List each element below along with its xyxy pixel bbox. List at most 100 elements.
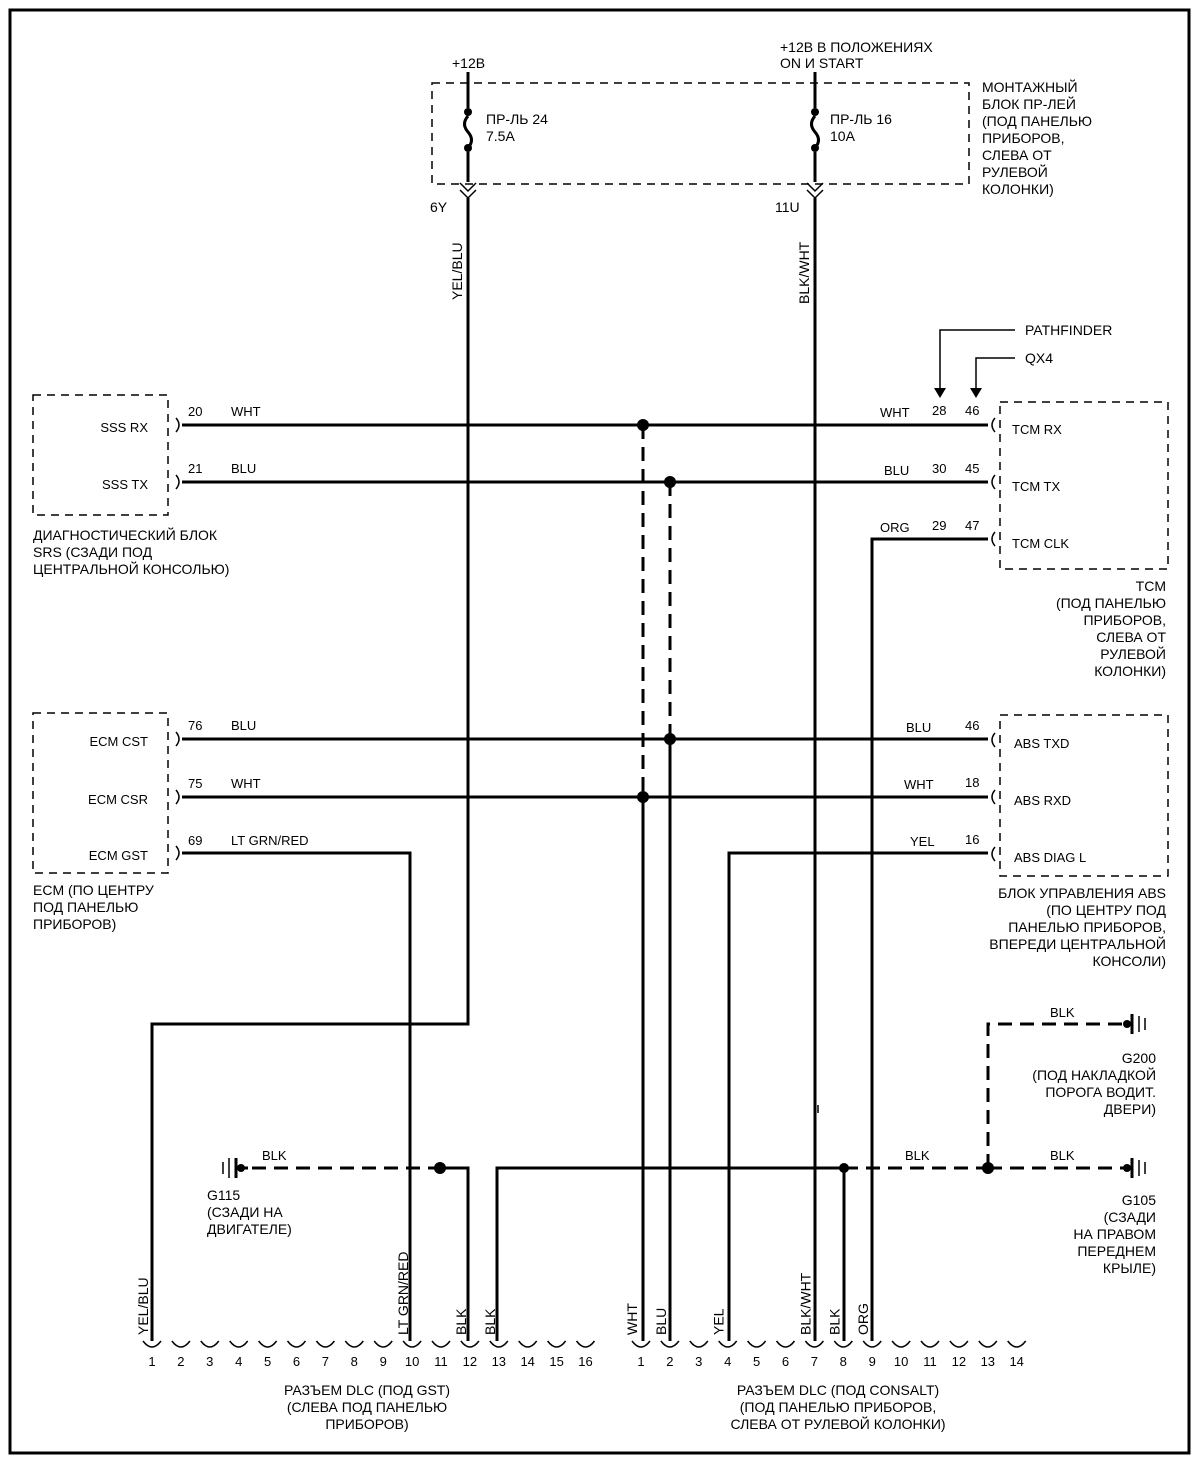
svg-text:РУЛЕВОЙ: РУЛЕВОЙ (982, 163, 1048, 180)
abs-outline (999, 714, 1169, 877)
tcm-clk-pin-a: 29 (932, 518, 946, 533)
srs-pin-21-color: BLU (231, 461, 256, 476)
g105-desc-1: (СЗАДИ (1104, 1209, 1156, 1225)
fuse-block-caption: МОНТАЖНЫЙ БЛОК ПР-ЛЕЙ (ПОД ПАНЕЛЬЮ ПРИБО… (982, 78, 1092, 197)
dlc-gst-pin-6-number: 6 (293, 1354, 300, 1369)
svg-text:РАЗЪЕМ DLC (ПОД GST): РАЗЪЕМ DLC (ПОД GST) (284, 1382, 450, 1398)
variant-qx4-label: QX4 (1025, 350, 1053, 366)
wire-abs-diag (727, 851, 988, 1341)
dlc-gst-pin-4-terminal (229, 1340, 249, 1348)
ecm-caption: ECM (ПО ЦЕНТРУ ПОД ПАНЕЛЬЮ ПРИБОРОВ) (33, 882, 154, 932)
fuse-16-name: ПР-ЛЬ 16 (830, 111, 892, 127)
abs-diag-color: YEL (910, 834, 935, 849)
ecm-pin-csr-label: ECM CSR (88, 792, 148, 807)
dlc-gst-pin-10-terminal (402, 1340, 422, 1348)
ecm-pin-69-color: LT GRN/RED (231, 833, 309, 848)
svg-text:(ПОД ПАНЕЛЬЮ: (ПОД ПАНЕЛЬЮ (1056, 595, 1166, 611)
dlc-consult-pin-1-terminal (631, 1340, 651, 1348)
dlc-consult-pin-1-number: 1 (637, 1354, 644, 1369)
dlc-gst-pin-5-number: 5 (264, 1354, 271, 1369)
g105-desc-4: КРЫЛЕ) (1103, 1260, 1156, 1276)
dlc-gst-caption: РАЗЪЕМ DLC (ПОД GST) (СЛЕВА ПОД ПАНЕЛЬЮ … (284, 1382, 450, 1432)
svg-text:КОНСОЛИ): КОНСОЛИ) (1093, 953, 1166, 969)
ecm-pin-75-number: 75 (188, 776, 202, 791)
svg-text:(ПОД ПАНЕЛЬЮ: (ПОД ПАНЕЛЬЮ (982, 113, 1092, 129)
dlc-gst-pin-13-wire-label: BLK (482, 1308, 498, 1335)
tcm-tx-pin-a: 30 (932, 461, 946, 476)
srs-pin-sss-tx-label: SSS TX (102, 477, 148, 492)
svg-text:SRS (СЗАДИ ПОД: SRS (СЗАДИ ПОД (33, 544, 153, 560)
dlc-consult-pin-8-wire-label: BLK (826, 1308, 842, 1335)
dlc-gst-pin-7-number: 7 (322, 1354, 329, 1369)
ground-g115: BLK G115 (СЗАДИ НА ДВИГАТЕЛЕ) (207, 1148, 470, 1341)
abs-module: ABS TXD ABS RXD ABS DIAG L BLU 46 WHT 18… (904, 714, 1169, 969)
tcm-tx-pin-b: 45 (965, 461, 979, 476)
dlc-consult-pin-2-terminal (660, 1340, 680, 1348)
dlc-consult-pin-5-number: 5 (753, 1354, 760, 1369)
ecm-pin-76-color: BLU (231, 718, 256, 733)
fuse-24 (459, 72, 477, 200)
srs-pin-21-number: 21 (188, 461, 202, 476)
ground-g200: BLK G200 (ПОД НАКЛАДКОЙ ПОРОГА ВОДИТ. ДВ… (986, 1005, 1156, 1168)
abs-caption: БЛОК УПРАВЛЕНИЯ ABS (ПО ЦЕНТРУ ПОД ПАНЕЛ… (989, 885, 1166, 969)
svg-text:ВПЕРЕДИ ЦЕНТРАЛЬНОЙ: ВПЕРЕДИ ЦЕНТРАЛЬНОЙ (989, 935, 1166, 952)
tcm-pin-rx-label: TCM RX (1012, 422, 1062, 437)
tcm-caption: TCM (ПОД ПАНЕЛЬЮ ПРИБОРОВ, СЛЕВА ОТ РУЛЕ… (1056, 578, 1166, 679)
tcm-rx-pin-b: 46 (965, 403, 979, 418)
fuse-block-outline (431, 82, 970, 185)
dlc-gst-pin-6-terminal (286, 1340, 307, 1348)
srs-pin-sss-rx-label: SSS RX (100, 420, 148, 435)
dlc-gst-pin-9-number: 9 (380, 1354, 387, 1369)
dlc-consult-pin-1-wire-label: WHT (624, 1303, 640, 1335)
svg-text:РУЛЕВОЙ: РУЛЕВОЙ (1100, 645, 1166, 662)
abs-pin-txd-label: ABS TXD (1014, 736, 1069, 751)
main-blk-label: BLK (905, 1148, 930, 1163)
dlc-consult-pin-11-terminal (920, 1340, 940, 1348)
wire-blk-gst-13 (495, 1166, 844, 1341)
abs-rxd-pin: 18 (965, 775, 979, 790)
tcm-clk-color: ORG (880, 520, 910, 535)
fuse-16 (806, 72, 824, 200)
svg-text:БЛОК ПР-ЛЕЙ: БЛОК ПР-ЛЕЙ (982, 95, 1076, 112)
ground-g105: BLK G105 (СЗАДИ НА ПРАВОМ ПЕРЕДНЕМ КРЫЛЕ… (988, 1148, 1156, 1276)
dlc-gst-pin-1-wire-label: YEL/BLU (135, 1277, 151, 1335)
svg-text:(СЛЕВА ПОД ПАНЕЛЬЮ: (СЛЕВА ПОД ПАНЕЛЬЮ (287, 1399, 447, 1415)
fuse-16-terminal: 11U (775, 199, 800, 215)
dlc-gst-pin-10-wire-label: LT GRN/RED (395, 1252, 411, 1336)
dlc-consult-pin-10-number: 10 (894, 1354, 908, 1369)
dlc-gst-pin-1-terminal (142, 1340, 162, 1348)
wire-yel-blu-label: YEL/BLU (449, 242, 465, 300)
ecm-pin-75-color: WHT (231, 776, 261, 791)
ecm-pin-76-number: 76 (188, 718, 202, 733)
variant-indicators: PATHFINDER QX4 (934, 322, 1112, 398)
g115-desc-2: ДВИГАТЕЛЕ) (207, 1221, 292, 1237)
abs-pin-diag-label: ABS DIAG L (1014, 850, 1086, 865)
tcm-outline (999, 401, 1169, 570)
dlc-gst-pin-5-terminal (258, 1340, 278, 1348)
dlc-consult-pin-9-number: 9 (869, 1354, 876, 1369)
g105-desc-3: ПЕРЕДНЕМ (1077, 1243, 1156, 1259)
svg-text:СЛЕВА ОТ: СЛЕВА ОТ (982, 147, 1052, 163)
splice-blk-consult (839, 1163, 849, 1173)
svg-text:КОЛОНКИ): КОЛОНКИ) (982, 181, 1054, 197)
svg-text:ПРИБОРОВ,: ПРИБОРОВ, (1083, 612, 1166, 628)
dlc-consult-pin-7-terminal (804, 1340, 824, 1348)
dlc-consult-pin-8-terminal (833, 1340, 853, 1348)
g200-name: G200 (1122, 1050, 1156, 1066)
srs-pin-20-number: 20 (188, 404, 202, 419)
dlc-consult-pin-7-number: 7 (811, 1354, 818, 1369)
abs-txd-color: BLU (906, 720, 931, 735)
dlc-gst-pin-12-wire-label: BLK (453, 1308, 469, 1335)
svg-text:ПРИБОРОВ): ПРИБОРОВ) (33, 916, 116, 932)
supply-right-label-1: +12В В ПОЛОЖЕНИЯХ (780, 39, 933, 55)
svg-text:КОЛОНКИ): КОЛОНКИ) (1094, 663, 1166, 679)
dlc-gst-pin-11-terminal (431, 1340, 451, 1348)
dlc-gst-pin-16-number: 16 (578, 1354, 592, 1369)
abs-pin-rxd-label: ABS RXD (1014, 793, 1071, 808)
dlc-consult-caption: РАЗЪЕМ DLC (ПОД CONSALT) (ПОД ПАНЕЛЬЮ ПР… (730, 1382, 945, 1432)
svg-text:БЛОК УПРАВЛЕНИЯ ABS: БЛОК УПРАВЛЕНИЯ ABS (998, 885, 1166, 901)
dlc-consult-pin-8-number: 8 (840, 1354, 847, 1369)
srs-diagnostic-block: SSS RX SSS TX 20 WHT 21 BLU ДИАГНОСТИЧЕС… (32, 394, 261, 577)
dlc-gst-pin-4-number: 4 (235, 1354, 242, 1369)
